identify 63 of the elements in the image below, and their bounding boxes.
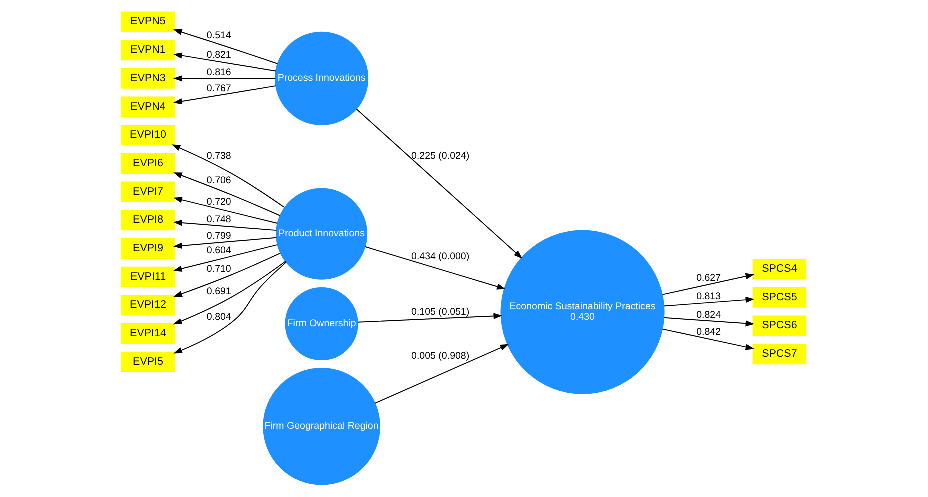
arrow xyxy=(664,317,755,327)
arrow xyxy=(174,252,282,297)
arrow xyxy=(174,220,278,232)
edge-label: 0.821 xyxy=(206,50,232,62)
edge-label: 0.710 xyxy=(206,264,232,276)
arrow xyxy=(174,197,278,224)
arrow xyxy=(662,328,755,350)
edge-label: 0.738 xyxy=(206,150,232,162)
node-box: SPCS5 xyxy=(752,287,807,308)
node-box: EVPN4 xyxy=(121,96,176,118)
node-box: EVPI14 xyxy=(121,324,176,344)
edge-label: 0.816 xyxy=(206,68,232,79)
edge-label: 0.824 xyxy=(696,310,722,322)
edge-label: 0.604 xyxy=(206,246,232,257)
node-box: EVPI8 xyxy=(121,210,176,231)
edge-label: 0.627 xyxy=(696,272,722,284)
edge-label: 0.748 xyxy=(206,214,232,226)
edge-label: 0.720 xyxy=(206,196,232,208)
edge-label: 0.706 xyxy=(206,175,232,186)
arrow xyxy=(173,244,278,272)
arrow xyxy=(358,313,503,323)
edge-label: 0.804 xyxy=(206,312,232,324)
edge-label: 0.799 xyxy=(206,230,232,242)
edge-label: 0.813 xyxy=(696,292,722,303)
edge-label: 0.105 (0.051) xyxy=(412,307,470,318)
node-box: EVPN1 xyxy=(121,40,176,61)
edge-label: 0.842 xyxy=(696,326,722,338)
node-box: EVPI10 xyxy=(121,125,176,146)
edge-label: 0.767 xyxy=(206,83,232,94)
arrow xyxy=(172,144,286,208)
node-box: EVPI7 xyxy=(121,182,176,202)
node-box: EVPI11 xyxy=(121,266,176,288)
arrow xyxy=(174,86,276,105)
arrow xyxy=(174,262,287,354)
node-box: EVPI12 xyxy=(121,295,176,316)
arrow xyxy=(374,344,510,404)
node-circle: Process Innovations xyxy=(274,32,369,126)
arrow xyxy=(173,29,278,64)
node-box: EVPI5 xyxy=(121,352,176,372)
node-circle: Firm Geographical Region xyxy=(263,368,380,486)
node-box: EVPI9 xyxy=(121,238,176,259)
arrow xyxy=(664,297,755,307)
edge-label: 0.225 (0.024) xyxy=(412,150,470,162)
edge-label: 0.005 (0.908) xyxy=(412,351,470,362)
arrow xyxy=(174,172,281,216)
node-circle: Product Innovations xyxy=(276,188,368,280)
arrow xyxy=(356,108,523,260)
arrow xyxy=(173,76,276,82)
node-box: EVPN3 xyxy=(121,68,176,89)
node-circle: Firm Ownership xyxy=(285,287,358,361)
node-box: SPCS6 xyxy=(752,316,807,336)
edge-label: 0.434 (0.000) xyxy=(412,251,470,262)
node-box: SPCS4 xyxy=(752,259,807,280)
edge-label: 0.691 xyxy=(206,286,232,298)
edge-label: 0.514 xyxy=(206,30,232,42)
node-box: EVPN5 xyxy=(121,12,176,32)
arrow xyxy=(662,273,755,296)
node-box: EVPI6 xyxy=(121,153,176,174)
arrow xyxy=(173,260,286,325)
arrow xyxy=(174,52,276,72)
arrow xyxy=(174,237,278,249)
arrow xyxy=(364,246,506,290)
node-box: SPCS7 xyxy=(752,344,807,365)
